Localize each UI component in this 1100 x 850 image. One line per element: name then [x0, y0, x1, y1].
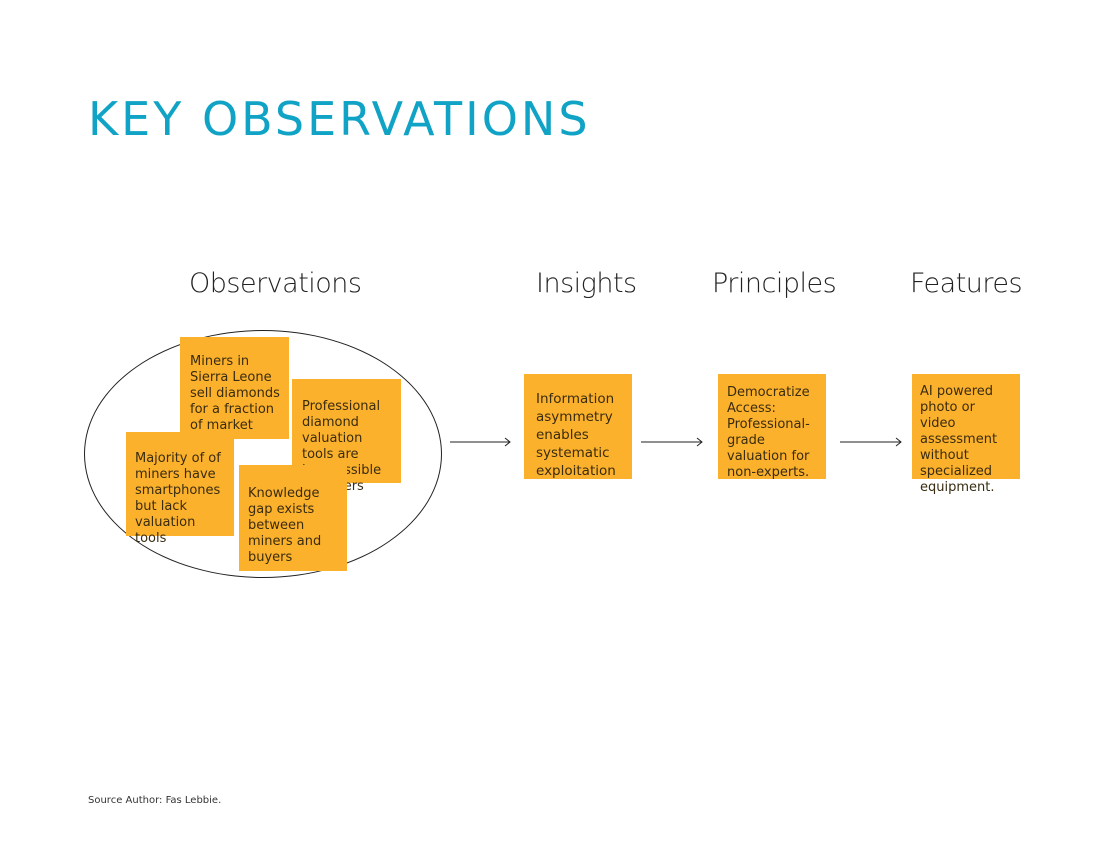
sticky-note-principle: Democratize Access: Professional-grade v…: [718, 374, 826, 480]
sticky-note-smartphones: Majority of of miners have smartphones b…: [126, 432, 234, 546]
arrow-insights-to-principles: [641, 437, 703, 447]
page-title: KEY OBSERVATIONS: [88, 92, 591, 146]
arrow-principles-to-features: [840, 437, 902, 447]
sticky-note-market-value: Miners in Sierra Leone sell diamonds for…: [180, 337, 289, 449]
sticky-note-feature: AI powered photo or video assessment wit…: [912, 374, 1020, 495]
sticky-note-knowledge-gap: Knowledge gap exists between miners and …: [239, 465, 347, 571]
arrow-observations-to-insights: [450, 437, 511, 447]
sticky-note-insight: Information asymmetry enables systematic…: [524, 374, 632, 479]
insights-heading: Insights: [536, 268, 637, 299]
source-attribution: Source Author: Fas Lebbie.: [88, 795, 222, 806]
principles-heading: Principles: [712, 268, 837, 299]
observations-heading: Observations: [189, 268, 362, 299]
features-heading: Features: [910, 268, 1023, 299]
observations-cluster-ellipse: [84, 330, 442, 578]
